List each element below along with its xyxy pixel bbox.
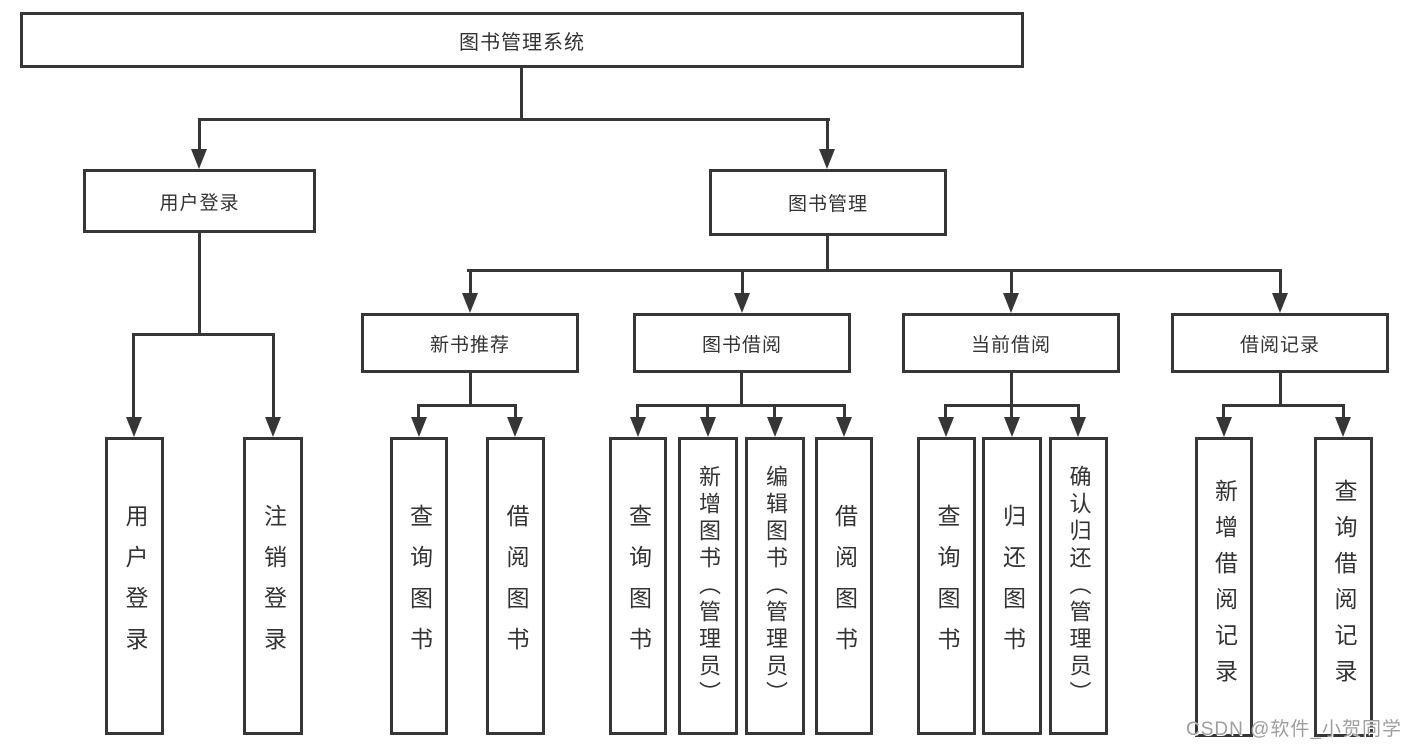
- arrowhead-cur-confirm: [1070, 417, 1086, 437]
- connector-user-login-bus: [132, 333, 275, 336]
- node-leaf-rec-add-record-label: 新增借阅记录: [1211, 479, 1238, 695]
- connector-drop-nb-borrow: [514, 404, 517, 420]
- csdn-watermark: CSDN @软件_小贺同学: [1186, 719, 1402, 740]
- connector-drop-bw-edit: [773, 404, 776, 420]
- connector-book-mgmt-stem: [826, 236, 829, 272]
- node-borrowing-records-label: 借阅记录: [1239, 334, 1320, 356]
- node-leaf-cur-confirm-return-admin-label: 确认归还（管理员）: [1066, 464, 1092, 708]
- node-leaf-nb-query-books-label: 查询图书: [406, 504, 433, 668]
- node-leaf-bw-add-books-admin-label: 新增图书（管理员）: [696, 464, 721, 708]
- arrowhead-borrowing: [734, 293, 750, 313]
- node-leaf-bw-edit-books-admin-label: 编辑图书（管理员）: [763, 464, 788, 708]
- arrowhead-login-leaf: [126, 417, 142, 437]
- node-book-borrowing: 图书借阅: [633, 313, 851, 373]
- node-leaf-bw-borrow-books-label: 借阅图书: [831, 504, 858, 668]
- node-leaf-cur-return-books-label: 归还图书: [999, 504, 1026, 668]
- node-root-label: 图书管理系统: [459, 31, 585, 54]
- node-current-borrowing: 当前借阅: [902, 313, 1120, 373]
- arrowhead-cur-query: [938, 417, 954, 437]
- node-leaf-bw-edit-books-admin: 编辑图书（管理员）: [745, 437, 805, 735]
- connector-drop-login-leaf: [132, 333, 135, 419]
- node-leaf-bw-borrow-books: 借阅图书: [815, 437, 873, 735]
- connector-new-books-stem: [469, 371, 472, 406]
- node-book-management-label: 图书管理: [787, 194, 868, 215]
- connector-drop-bw-add: [706, 404, 709, 420]
- node-leaf-cur-confirm-return-admin: 确认归还（管理员）: [1049, 437, 1108, 735]
- arrowhead-nb-query: [411, 417, 427, 437]
- node-leaf-cur-query-books-label: 查询图书: [934, 504, 960, 668]
- node-user-login: 用户登录: [83, 169, 316, 233]
- connector-drop-rec-add: [1222, 404, 1225, 420]
- node-leaf-rec-add-record: 新增借阅记录: [1195, 437, 1253, 737]
- connector-drop-new-books: [469, 269, 472, 295]
- connector-drop-records: [1279, 269, 1282, 295]
- node-leaf-logout: 注销登录: [243, 437, 303, 735]
- arrowhead-rec-add: [1216, 417, 1232, 437]
- node-borrowing-records: 借阅记录: [1171, 313, 1389, 373]
- node-leaf-user-login-label: 用户登录: [122, 504, 148, 668]
- connector-drop-current: [1010, 269, 1013, 295]
- arrowhead-rec-query: [1335, 417, 1351, 437]
- connector-drop-rec-query: [1342, 404, 1345, 420]
- connector-drop-bw-query: [636, 404, 639, 420]
- arrowhead-bw-borrow: [836, 417, 852, 437]
- node-leaf-bw-add-books-admin: 新增图书（管理员）: [678, 437, 738, 735]
- connector-new-books-bus: [417, 404, 517, 407]
- arrowhead-bw-edit: [767, 417, 783, 437]
- connector-records-stem: [1279, 371, 1282, 406]
- connector-root-stem: [520, 68, 523, 120]
- node-leaf-bw-query-books-label: 查询图书: [625, 504, 652, 668]
- connector-drop-cur-confirm: [1077, 404, 1080, 420]
- node-new-book-recommend-label: 新书推荐: [429, 334, 510, 356]
- arrowhead-current: [1003, 293, 1019, 313]
- node-leaf-nb-borrow-books: 借阅图书: [486, 437, 545, 735]
- arrowhead-new-books: [462, 293, 478, 313]
- connector-root-bus: [198, 118, 830, 121]
- arrowhead-records: [1272, 293, 1288, 313]
- arrowhead-logout-leaf: [265, 417, 281, 437]
- node-book-borrowing-label: 图书借阅: [701, 334, 782, 356]
- arrowhead-bw-add: [700, 417, 716, 437]
- node-current-borrowing-label: 当前借阅: [970, 334, 1051, 356]
- node-leaf-nb-borrow-books-label: 借阅图书: [503, 504, 529, 668]
- node-leaf-nb-query-books: 查询图书: [390, 437, 448, 735]
- node-leaf-rec-query-record: 查询借阅记录: [1314, 437, 1373, 737]
- connector-drop-cur-query: [944, 404, 947, 420]
- arrowhead-cur-return: [1004, 417, 1020, 437]
- node-user-login-label: 用户登录: [159, 192, 240, 214]
- connector-drop-cur-return: [1010, 404, 1013, 420]
- node-leaf-bw-query-books: 查询图书: [609, 437, 667, 735]
- arrowhead-book-mgmt: [819, 149, 835, 169]
- connector-records-bus: [1222, 404, 1345, 407]
- node-leaf-cur-query-books: 查询图书: [917, 437, 976, 735]
- connector-drop-book-mgmt: [826, 118, 829, 152]
- connector-current-stem: [1010, 371, 1013, 406]
- connector-drop-borrowing: [741, 269, 744, 295]
- node-book-management: 图书管理: [709, 169, 947, 236]
- node-leaf-logout-label: 注销登录: [260, 504, 287, 668]
- node-new-book-recommend: 新书推荐: [361, 313, 579, 373]
- connector-book-mgmt-bus: [467, 269, 1282, 272]
- node-leaf-rec-query-record-label: 查询借阅记录: [1331, 479, 1357, 695]
- connector-drop-nb-query: [417, 404, 420, 420]
- node-leaf-cur-return-books: 归还图书: [982, 437, 1042, 735]
- arrowhead-bw-query: [630, 417, 646, 437]
- connector-borrowing-stem: [740, 371, 743, 406]
- arrowhead-user-login: [191, 149, 207, 169]
- connector-drop-bw-borrow: [843, 404, 846, 420]
- node-leaf-user-login: 用户登录: [105, 437, 164, 735]
- node-root: 图书管理系统: [20, 12, 1024, 68]
- connector-drop-logout-leaf: [272, 333, 275, 419]
- connector-drop-user-login: [198, 118, 201, 152]
- connector-user-login-stem: [198, 233, 201, 336]
- connector-borrowing-bus: [636, 404, 846, 407]
- arrowhead-nb-borrow: [507, 417, 523, 437]
